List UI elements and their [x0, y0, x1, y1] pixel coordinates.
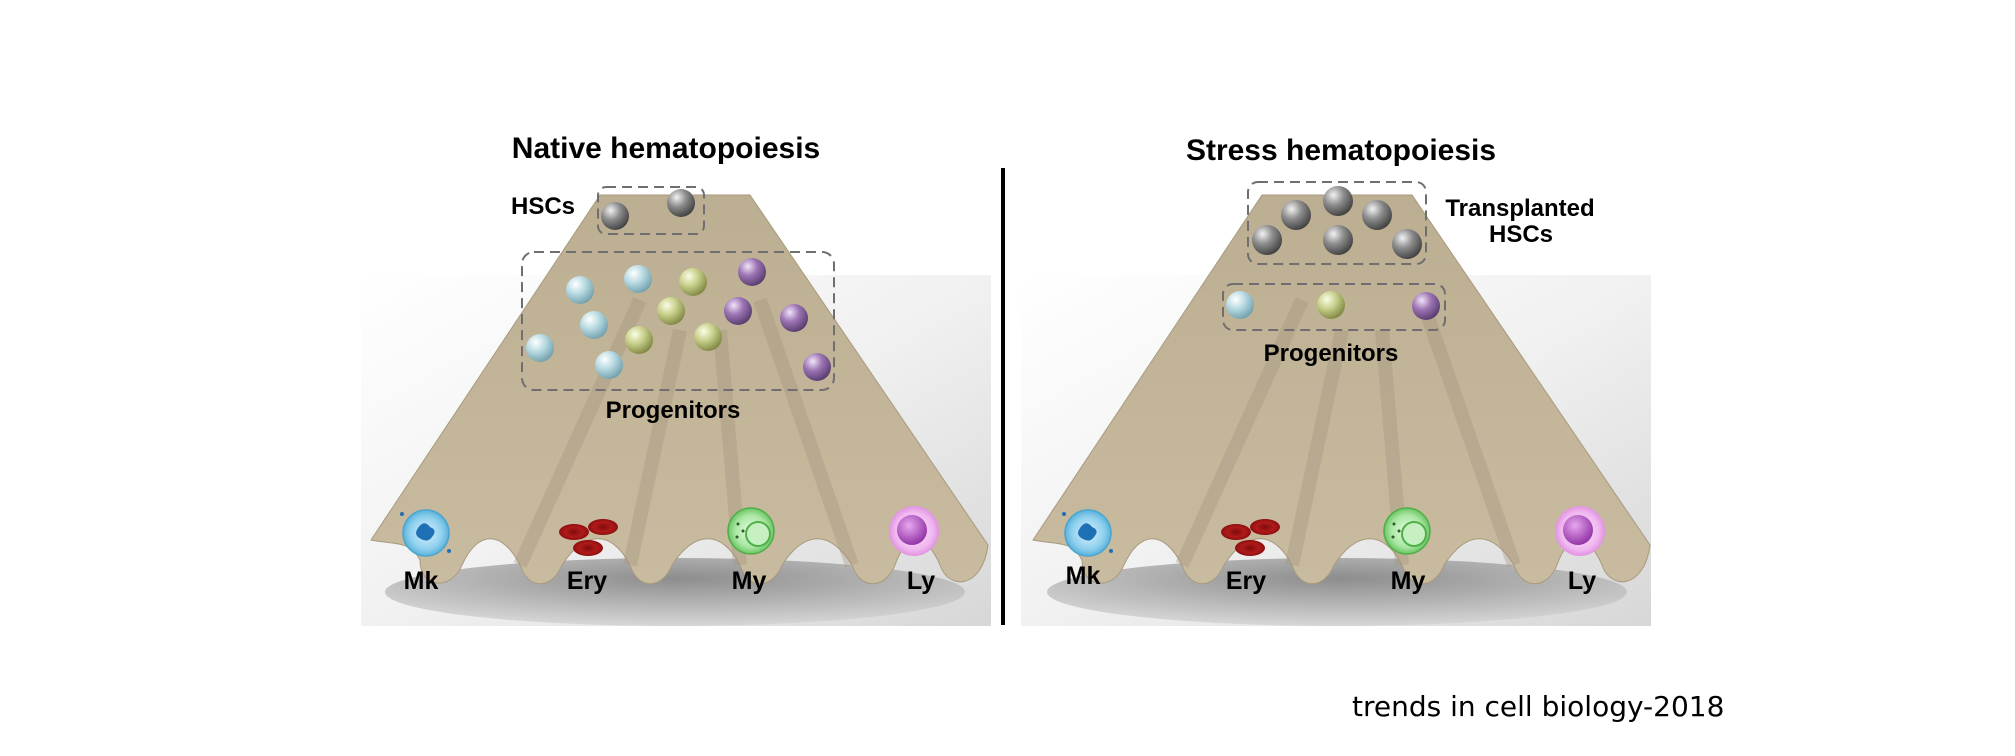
mk-progenitor [624, 265, 652, 293]
ery-progenitor [1317, 291, 1345, 319]
lineage-label-ery: Ery [567, 567, 607, 595]
mk-progenitor [580, 311, 608, 339]
lineage-label-ly: Ly [907, 567, 935, 595]
ly-progenitor [724, 297, 752, 325]
mk-cell [400, 509, 451, 557]
ery-progenitor [694, 323, 722, 351]
hsc-box [597, 186, 705, 235]
mk-progenitor [566, 276, 594, 304]
my-cell [727, 507, 775, 555]
ridge [513, 297, 647, 568]
hsc-box [1247, 181, 1427, 265]
stress-panel: Stress hematopoiesis Transplanted HSCs P… [1021, 134, 1651, 626]
lineage-label-ery: Ery [1226, 567, 1266, 595]
ridge [1285, 328, 1349, 567]
native-panel: Native hematopoiesis HSCs Progenitors [361, 132, 991, 626]
ridge [1175, 297, 1309, 568]
progenitor-label: Progenitors [606, 397, 741, 424]
hsc-label-line1: Transplanted [1445, 195, 1594, 222]
source-caption: trends in cell biology-2018 [1352, 690, 1725, 723]
ery-progenitor [625, 326, 653, 354]
ly-cell [1555, 506, 1605, 556]
hsc-label-line2: HSCs [1489, 221, 1553, 248]
mk-progenitor [1226, 291, 1254, 319]
ly-progenitor [738, 258, 766, 286]
ery-cell [559, 519, 618, 556]
hsc-cell [601, 202, 629, 230]
mk-progenitor [595, 351, 623, 379]
progenitor-box [521, 251, 835, 391]
progenitor-box [1222, 283, 1446, 331]
hsc-cell [1252, 225, 1282, 255]
hsc-cell [1281, 200, 1311, 230]
progenitor-label: Progenitors [1264, 340, 1399, 367]
ly-cell [889, 506, 939, 556]
lineage-label-mk: Mk [1066, 562, 1101, 590]
mk-progenitor [526, 334, 554, 362]
ly-progenitor [1412, 292, 1440, 320]
ery-progenitor [679, 268, 707, 296]
panel-title: Stress hematopoiesis [1186, 134, 1496, 167]
hsc-cell [1323, 186, 1353, 216]
lineage-label-my: My [732, 567, 767, 595]
lineage-label-my: My [1391, 567, 1426, 595]
ridge [1415, 297, 1521, 568]
ly-progenitor [803, 353, 831, 381]
mk-cell [1062, 509, 1113, 557]
ridge [623, 328, 687, 567]
lineage-label-mk: Mk [404, 567, 439, 595]
landscape [1032, 194, 1651, 585]
panel-title: Native hematopoiesis [512, 132, 820, 165]
ery-progenitor [657, 297, 685, 325]
ridge [753, 297, 859, 568]
lineage-label-ly: Ly [1568, 567, 1596, 595]
hsc-cell [1323, 225, 1353, 255]
ery-cell [1221, 519, 1280, 556]
hsc-cell [1362, 200, 1392, 230]
hsc-label: HSCs [511, 193, 575, 220]
ly-progenitor [780, 304, 808, 332]
hsc-cell [667, 189, 695, 217]
my-cell [1383, 507, 1431, 555]
hsc-cell [1392, 229, 1422, 259]
